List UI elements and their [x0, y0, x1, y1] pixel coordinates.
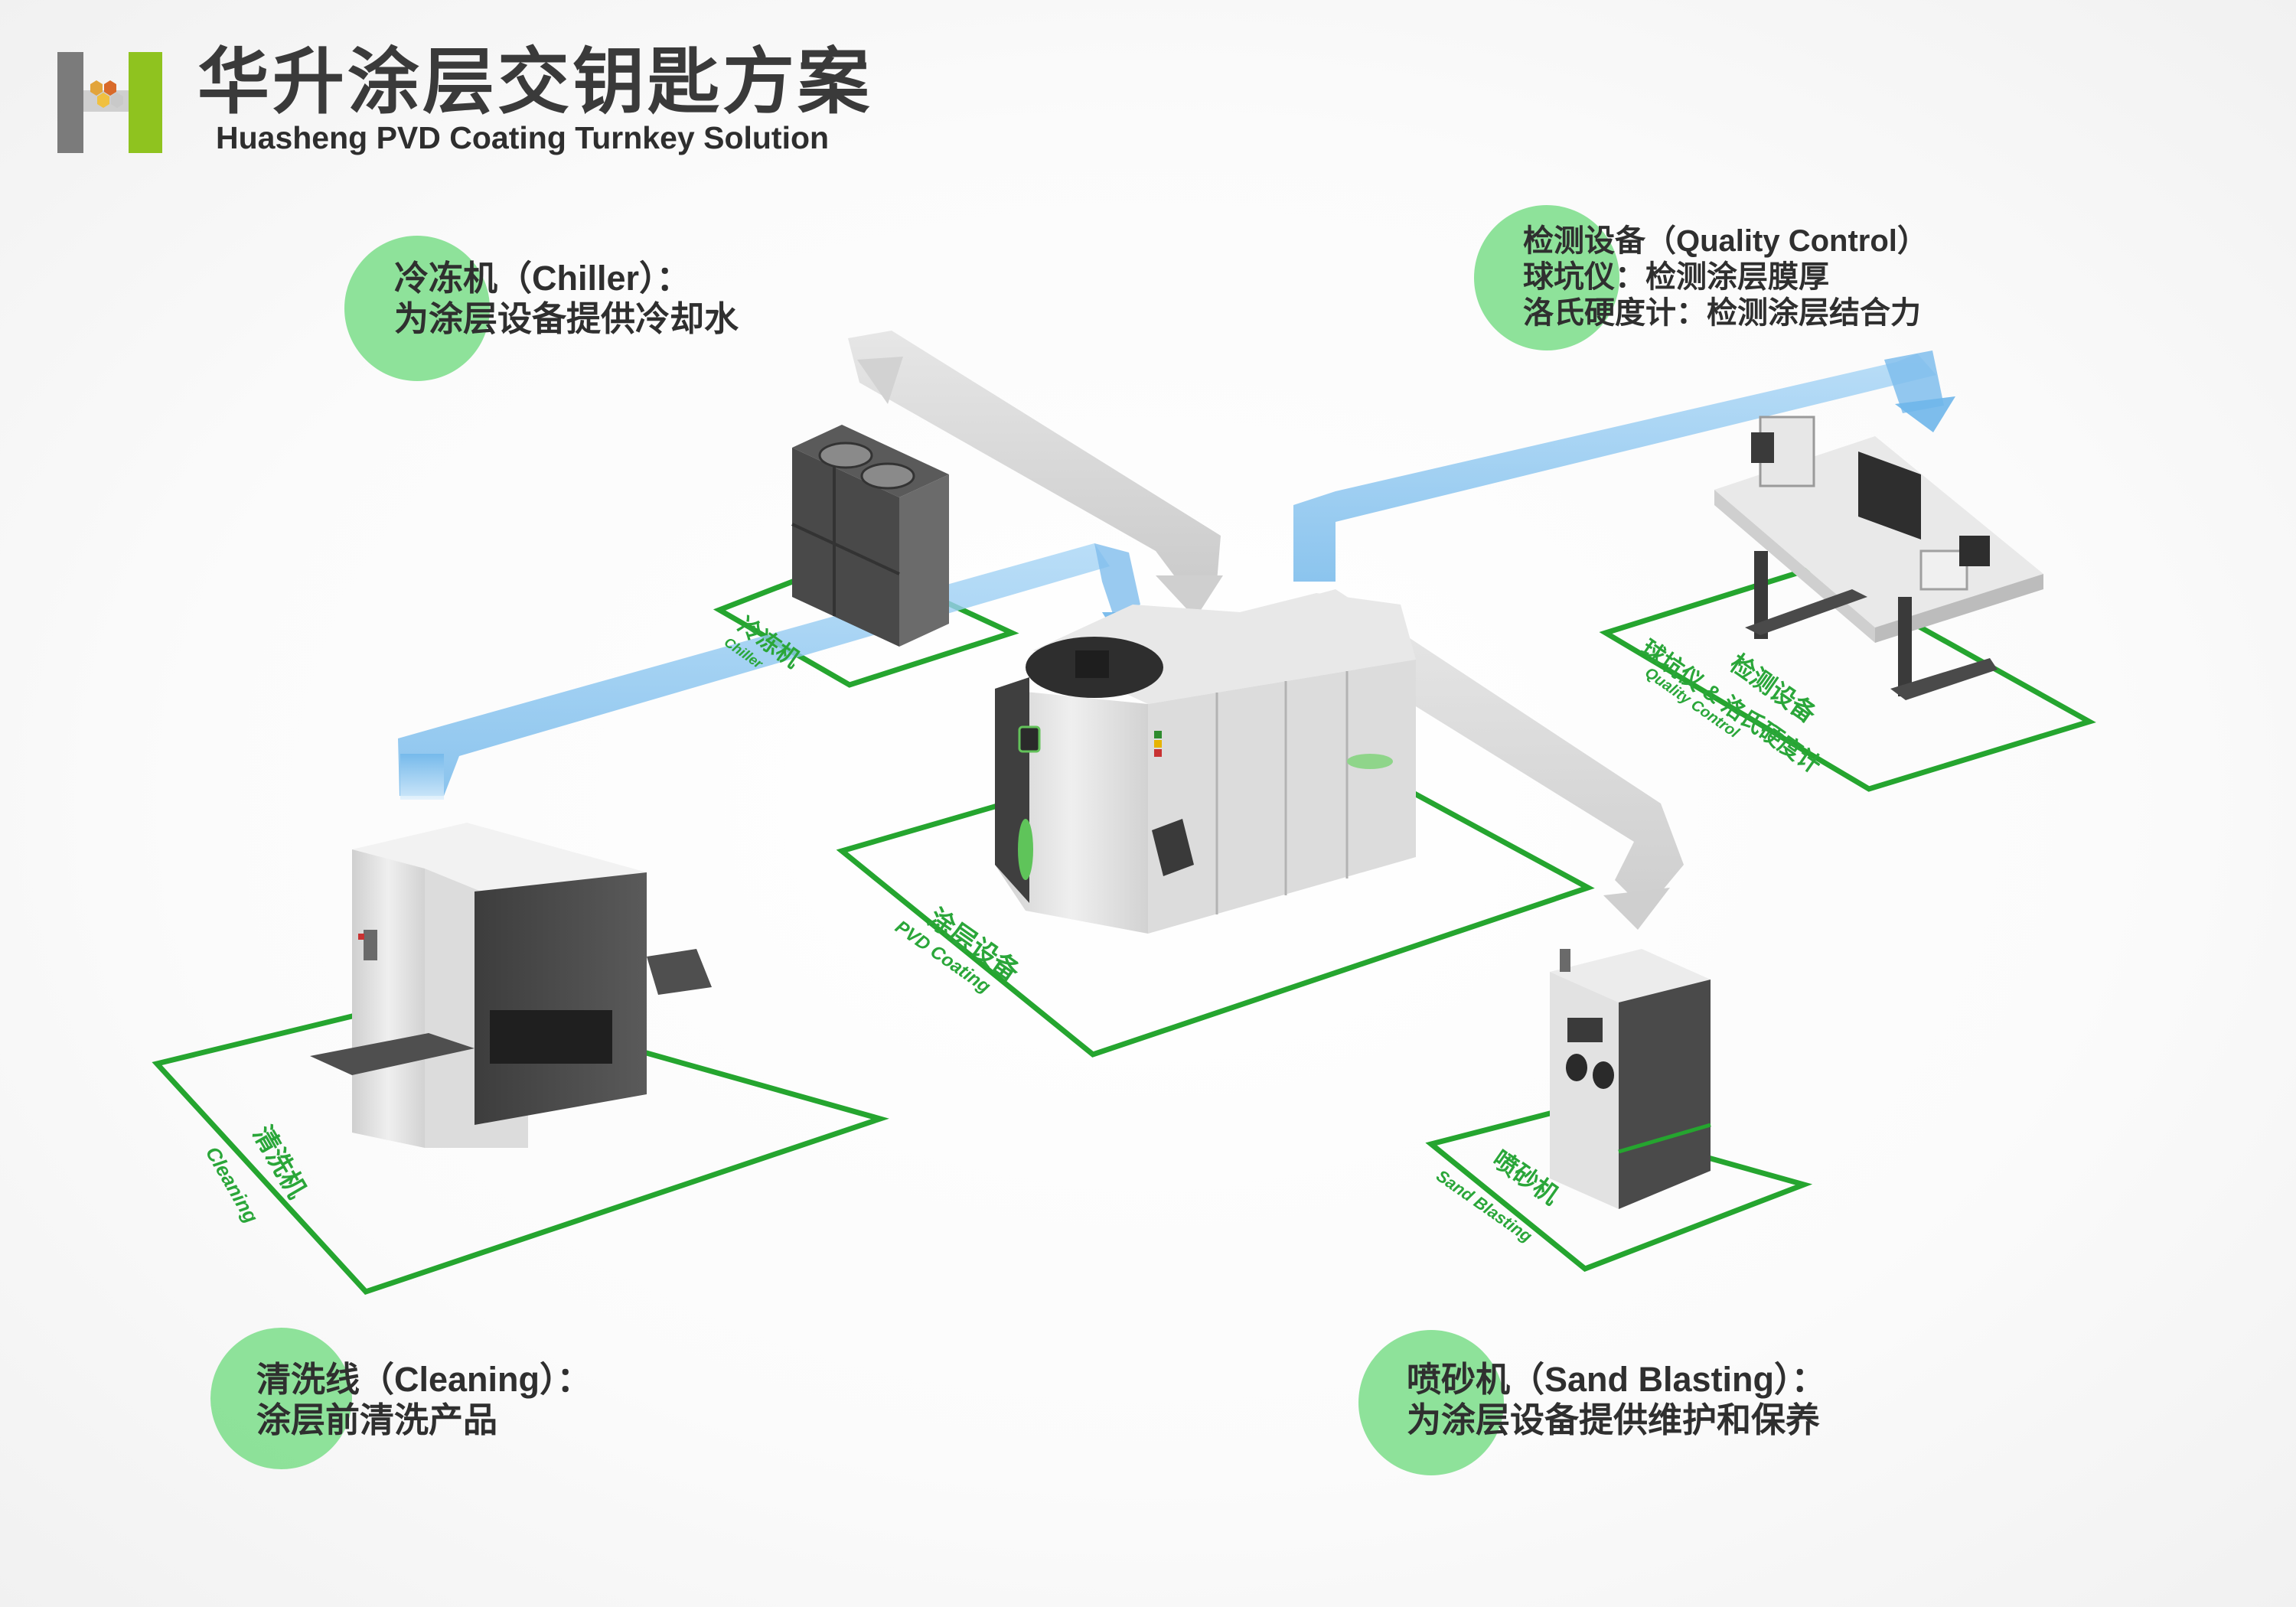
callout-quality-line2: 球坑仪：检测涂层膜厚	[1523, 260, 1829, 295]
callout-dot	[1474, 205, 1619, 350]
microscope-icon	[1751, 416, 1815, 487]
brand-title-cn: 华升涂层交钥匙方案	[197, 41, 873, 122]
zone-quality	[1599, 565, 2096, 792]
callout-dot	[344, 236, 490, 381]
chiller-machine	[791, 425, 949, 647]
callout-quality-title: 检测设备（Quality Control）	[1523, 224, 1928, 258]
logo-h-icon	[57, 52, 162, 153]
zone-cleaning-label-cn: 清洗机	[247, 1121, 311, 1203]
callout-chiller-desc: 为涂层设备提供冷却水	[394, 299, 739, 339]
sand-blasting-cabinet	[1550, 949, 1711, 1209]
signal-light-icon	[1154, 731, 1162, 757]
brand-title-en: Huasheng PVD Coating Turnkey Solution	[216, 120, 830, 155]
callout-dot	[210, 1328, 352, 1469]
callout-quality-line3: 洛氏硬度计：检测涂层结合力	[1523, 296, 1921, 331]
callout-cleaning-title: 清洗线（Cleaning）：	[256, 1360, 592, 1399]
zone-cleaning	[152, 992, 889, 1296]
zone-sand	[1425, 1110, 1813, 1272]
fan-icon	[818, 442, 873, 469]
callout-sand-title: 喷砂机（Sand Blasting）：	[1407, 1360, 1826, 1399]
quality-control-bench	[1714, 416, 2043, 700]
callout-chiller-title: 冷冻机（Chiller）：	[394, 259, 691, 298]
monitor-icon	[1858, 451, 1921, 539]
cleaning-line	[310, 823, 712, 1148]
zone-cleaning-label-en: Cleaning	[201, 1143, 263, 1227]
pvd-coating-machine	[995, 593, 1416, 934]
touch-screen-icon	[1152, 819, 1194, 876]
callout-dot	[1358, 1330, 1504, 1475]
callout-sand-desc: 为涂层设备提供维护和保养	[1407, 1400, 1821, 1440]
callout-cleaning-desc: 涂层前清洗产品	[256, 1400, 498, 1440]
